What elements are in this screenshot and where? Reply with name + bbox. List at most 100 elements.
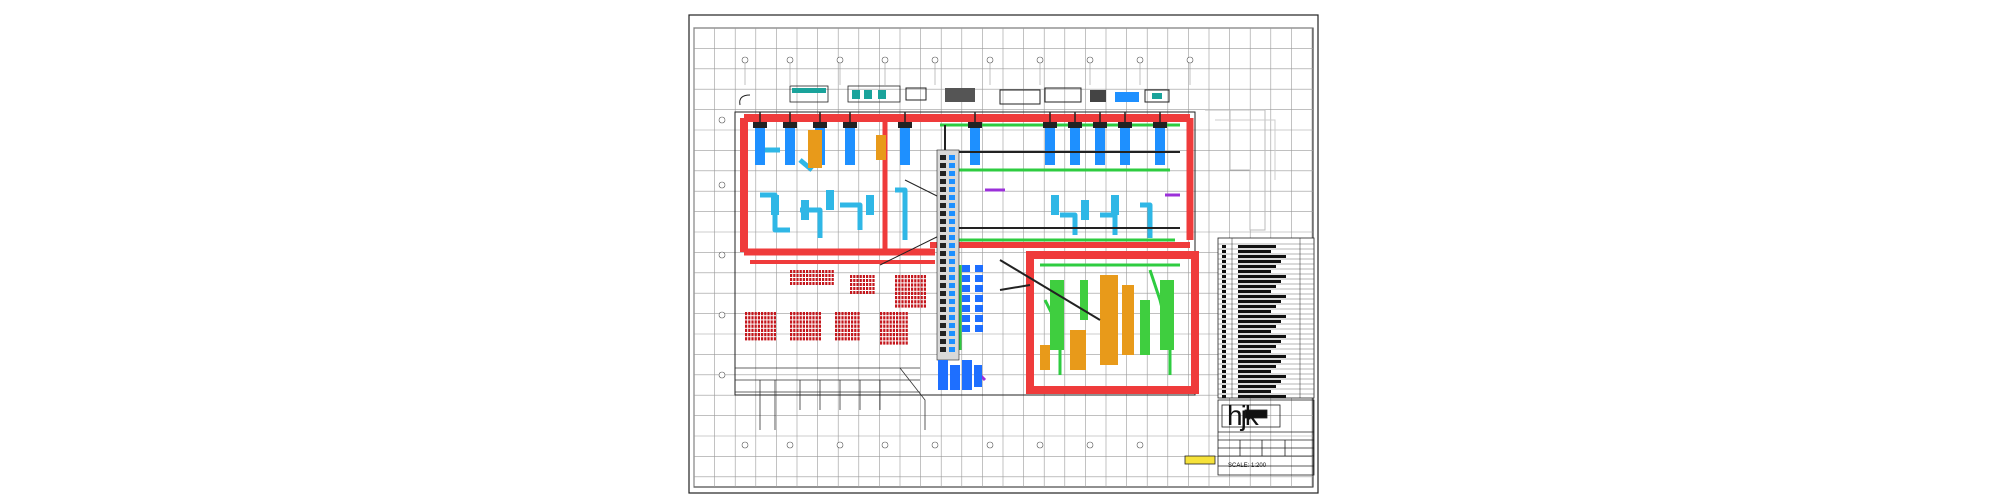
seat (905, 320, 908, 324)
seat (854, 337, 857, 341)
seat (896, 341, 899, 345)
auditorium-seating (745, 270, 926, 345)
grid-bubble-top (1136, 56, 1144, 64)
riser-pipe (940, 307, 946, 312)
chiller-unit (1070, 125, 1080, 165)
seat (856, 275, 859, 278)
seat (920, 291, 923, 295)
seat (812, 333, 815, 337)
seat (828, 278, 831, 281)
seat (904, 291, 907, 295)
seat (748, 333, 751, 337)
seat (757, 320, 760, 324)
seat (799, 324, 802, 328)
seat (904, 275, 907, 279)
seat (745, 333, 748, 337)
seat (822, 270, 825, 273)
seat (923, 279, 926, 283)
seat (895, 287, 898, 291)
grid-bubble-left (718, 116, 726, 124)
riser-pipe (940, 339, 946, 344)
seat (923, 287, 926, 291)
seat (751, 324, 754, 328)
schedule-tag (1222, 340, 1226, 343)
seat (838, 328, 841, 332)
seat (796, 324, 799, 328)
seat (907, 304, 910, 308)
seat (835, 324, 838, 328)
schedule-tag (1222, 280, 1226, 283)
seat (856, 283, 859, 286)
riser-equipment (975, 325, 983, 332)
seat (773, 328, 776, 332)
seat (818, 282, 821, 285)
riser-pipe (949, 259, 955, 264)
riser-equipment (962, 285, 970, 292)
grid-bubble-bottom (786, 441, 794, 449)
seat (799, 337, 802, 341)
seat (793, 320, 796, 324)
schedule-text (1238, 305, 1276, 308)
riser-pipe (949, 179, 955, 184)
seat (757, 328, 760, 332)
seat (745, 337, 748, 341)
seat (859, 283, 862, 286)
seat (880, 324, 883, 328)
seat (841, 333, 844, 337)
seat (806, 333, 809, 337)
seat (822, 278, 825, 281)
seat (851, 328, 854, 332)
seat (886, 328, 889, 332)
schedule-text (1238, 325, 1276, 328)
seat (841, 328, 844, 332)
seat (790, 337, 793, 341)
seat (905, 333, 908, 337)
riser-equipment (962, 315, 970, 322)
seat (770, 333, 773, 337)
riser-pipe (949, 331, 955, 336)
seat (793, 337, 796, 341)
seat (802, 337, 805, 341)
seat (828, 282, 831, 285)
seat (802, 316, 805, 320)
seat (793, 328, 796, 332)
riser-pipe (949, 195, 955, 200)
schedule-text (1238, 380, 1281, 383)
seat (844, 320, 847, 324)
seat (751, 337, 754, 341)
seat (818, 328, 821, 332)
seat (806, 337, 809, 341)
grid-bubble-left (718, 311, 726, 319)
riser-equipment (975, 265, 983, 272)
chiller-unit (900, 125, 910, 165)
seat (896, 316, 899, 320)
seat (899, 324, 902, 328)
seat (911, 300, 914, 304)
seat (851, 324, 854, 328)
seat (896, 328, 899, 332)
riser-pipe (949, 163, 955, 168)
riser-equipment (962, 265, 970, 272)
seat (799, 333, 802, 337)
seat (902, 324, 905, 328)
seat (773, 316, 776, 320)
chiller-unit (755, 125, 765, 165)
seat (886, 312, 889, 316)
seat (905, 324, 908, 328)
grid-bubble-bottom (931, 441, 939, 449)
seat (841, 337, 844, 341)
seat (859, 275, 862, 278)
schedule-tag (1222, 360, 1226, 363)
seat (862, 291, 865, 294)
title-block-scale: SCALE: 1:200 (1228, 463, 1267, 469)
seat (796, 333, 799, 337)
seat (751, 312, 754, 316)
seat (898, 296, 901, 300)
seat (850, 279, 853, 282)
seat (818, 337, 821, 341)
seat (841, 324, 844, 328)
seat (862, 279, 865, 282)
seat (757, 316, 760, 320)
schedule-tag (1222, 265, 1226, 268)
riser-pipe (949, 171, 955, 176)
